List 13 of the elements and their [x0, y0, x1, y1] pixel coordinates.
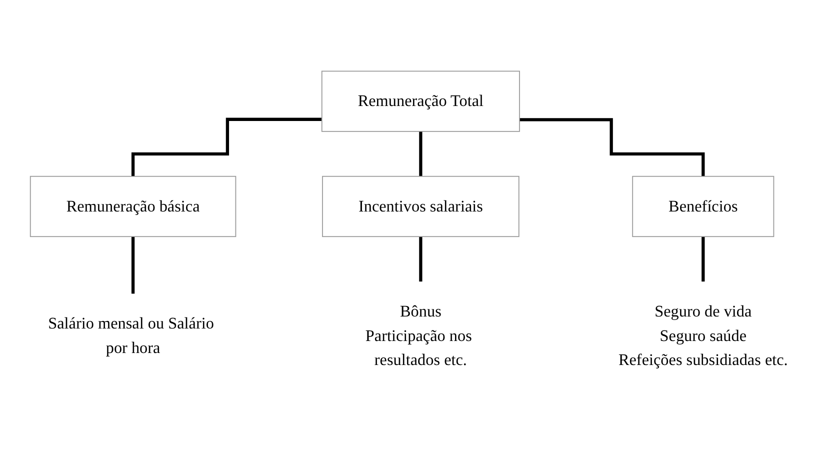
connector — [131, 234, 135, 295]
connector — [419, 234, 422, 283]
connector — [131, 118, 322, 178]
node-text: Salário mensal ou Salário por hora — [48, 314, 214, 356]
node-box: Benefícios — [632, 176, 774, 237]
node-text: Seguro de vida Seguro saúde Refeições subsidiadas etc. — [618, 302, 788, 368]
node-box: Remuneração Total — [321, 70, 520, 132]
connector — [419, 130, 422, 178]
node-box: Incentivos salariais — [322, 176, 520, 237]
node-box: Remuneração básica — [30, 176, 236, 237]
connector — [702, 234, 705, 283]
node-text: Bônus Participação nos resultados etc. — [365, 302, 472, 368]
connector — [520, 118, 705, 178]
